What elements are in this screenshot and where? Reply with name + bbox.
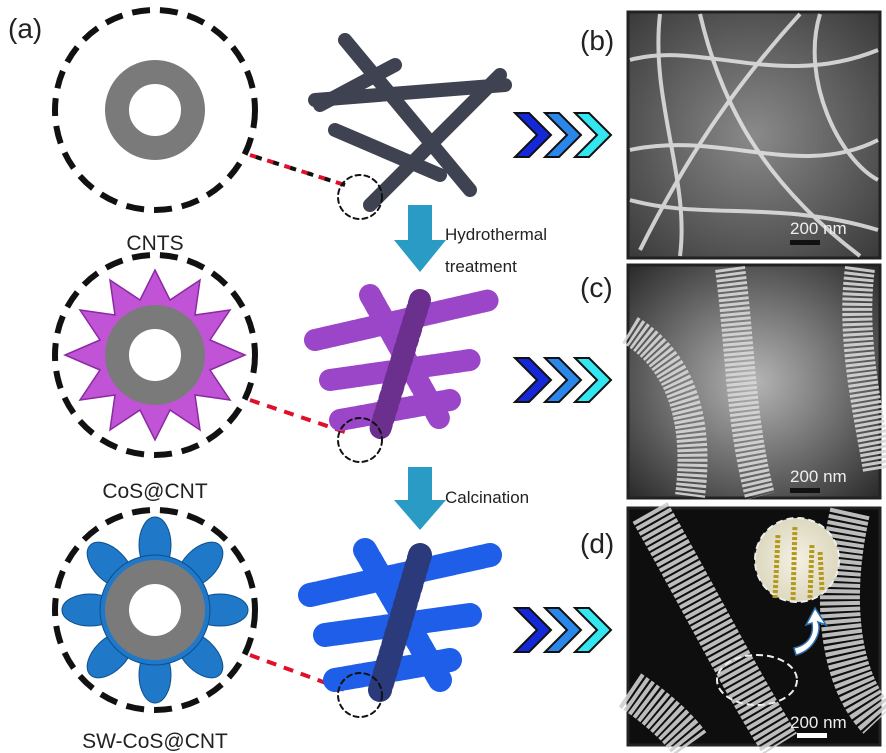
step-label-hydrothermal: Hydrothermal <box>445 225 547 244</box>
sem-image-c: 200 nm <box>621 263 886 500</box>
scale-bar-label-b: 200 nm <box>790 219 847 238</box>
sw-cos-cnt-cross-section <box>52 507 346 713</box>
scale-bar-label-d: 200 nm <box>790 713 847 732</box>
panel-label-a: (a) <box>8 13 42 44</box>
curved-arrow-icon <box>793 606 828 656</box>
chevron-arrows-row2-icon <box>514 357 612 403</box>
panel-label-d: (d) <box>580 528 614 559</box>
cnt-cross-section <box>52 7 346 213</box>
plant-inset-photo <box>754 517 840 603</box>
cos-cnt-cross-section <box>52 252 346 458</box>
calcination-arrow-icon <box>394 467 446 530</box>
material-label-sw-cos-cnt: SW-CoS@CNT <box>82 730 228 753</box>
step-label-treatment: treatment <box>445 257 517 276</box>
material-label-cnts: CNTS <box>126 232 183 255</box>
panel-label-c: (c) <box>580 272 613 303</box>
chevron-arrows-row1-icon <box>514 112 612 158</box>
hydrothermal-arrow-icon <box>394 205 446 272</box>
sem-image-b: 200 nm <box>626 10 882 260</box>
cos-cnt-illustration <box>304 284 501 463</box>
chevron-arrows-row3-icon <box>514 607 612 653</box>
scale-bar-label-c: 200 nm <box>790 467 847 486</box>
step-label-calcination: Calcination <box>445 488 529 507</box>
sw-cos-cnt-illustration <box>298 538 502 718</box>
material-label-cos-cnt: CoS@CNT <box>102 480 208 503</box>
sem-image-d: 200 nm <box>618 502 886 753</box>
panel-label-b: (b) <box>580 25 614 56</box>
cnt-bundle-illustration <box>308 33 512 220</box>
